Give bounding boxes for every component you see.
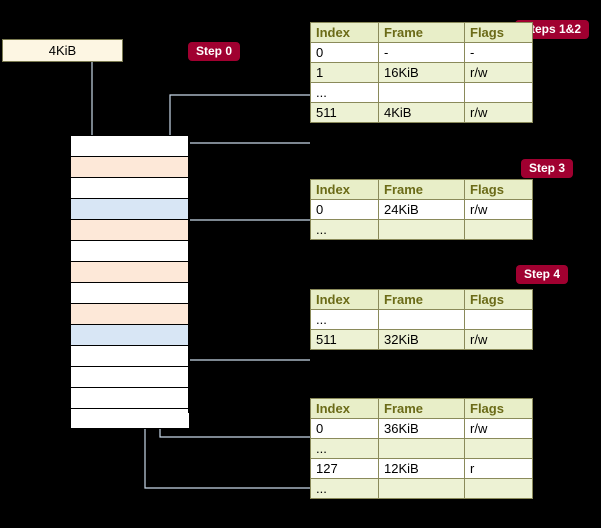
cell-frame: 36KiB (378, 418, 465, 439)
table-header-row: Index Frame Flags (310, 22, 533, 43)
label-step-4: Step 4 (516, 265, 569, 284)
cell-frame (378, 219, 465, 240)
cell-index: ... (310, 478, 379, 499)
source-page-box: 4KiB (2, 39, 123, 62)
cell-frame (378, 309, 465, 330)
table-steps-1-2: Index Frame Flags 0 - - 1 16KiB r/w ... … (310, 22, 533, 123)
memory-cell (70, 408, 190, 429)
memory-cell (70, 219, 190, 240)
label-steps-1-2: Steps 1&2 (515, 20, 590, 39)
cell-flags: r (464, 458, 533, 479)
memory-cell (70, 240, 190, 261)
memory-column (70, 135, 190, 429)
cell-frame: 24KiB (378, 199, 465, 220)
memory-cell (70, 366, 190, 387)
table-row: 511 32KiB r/w (310, 329, 533, 350)
table-header-row: Index Frame Flags (310, 179, 533, 200)
cell-index: 127 (310, 458, 379, 479)
table-row: 0 - - (310, 42, 533, 63)
cell-flags: r/w (464, 418, 533, 439)
column-header-frame: Frame (378, 179, 465, 200)
cell-flags: r/w (464, 102, 533, 123)
cell-frame: 32KiB (378, 329, 465, 350)
table-row: ... (310, 478, 533, 499)
memory-cell (70, 261, 190, 282)
column-header-flags: Flags (464, 398, 533, 419)
column-header-flags: Flags (464, 179, 533, 200)
table-row: ... (310, 219, 533, 240)
memory-cell (70, 345, 190, 366)
cell-index: 511 (310, 329, 379, 350)
cell-flags (464, 438, 533, 459)
cell-frame: 12KiB (378, 458, 465, 479)
table-row: ... (310, 438, 533, 459)
cell-flags: r/w (464, 329, 533, 350)
memory-cell (70, 135, 190, 156)
label-step-3: Step 3 (521, 159, 574, 178)
cell-frame (378, 438, 465, 459)
cell-flags: r/w (464, 62, 533, 83)
memory-cell (70, 282, 190, 303)
cell-frame: - (378, 42, 465, 63)
label-step-0: Step 0 (188, 42, 241, 61)
column-header-index: Index (310, 289, 379, 310)
memory-divider-hidden (132, 135, 133, 413)
memory-cell (70, 156, 190, 177)
cell-flags (464, 219, 533, 240)
memory-cell (70, 177, 190, 198)
cell-flags: - (464, 42, 533, 63)
table-header-row: Index Frame Flags (310, 398, 533, 419)
column-header-flags: Flags (464, 289, 533, 310)
table-leaf: Index Frame Flags 0 36KiB r/w ... 127 12… (310, 398, 533, 499)
column-header-index: Index (310, 179, 379, 200)
table-row: ... (310, 309, 533, 330)
cell-frame (378, 82, 465, 103)
table-row: ... (310, 82, 533, 103)
table-row: 0 24KiB r/w (310, 199, 533, 220)
table-row: 127 12KiB r (310, 458, 533, 479)
cell-frame: 4KiB (378, 102, 465, 123)
table-row: 0 36KiB r/w (310, 418, 533, 439)
cell-flags (464, 478, 533, 499)
cell-index: ... (310, 438, 379, 459)
cell-flags: r/w (464, 199, 533, 220)
column-header-frame: Frame (378, 398, 465, 419)
column-header-flags: Flags (464, 22, 533, 43)
memory-cell (70, 387, 190, 408)
table-row: 511 4KiB r/w (310, 102, 533, 123)
table-step-3: Index Frame Flags 0 24KiB r/w ... (310, 179, 533, 240)
cell-index: ... (310, 82, 379, 103)
column-header-frame: Frame (378, 289, 465, 310)
memory-cell (70, 303, 190, 324)
table-row: 1 16KiB r/w (310, 62, 533, 83)
cell-index: ... (310, 309, 379, 330)
memory-divider (188, 135, 189, 413)
cell-index: 0 (310, 199, 379, 220)
table-step-4: Index Frame Flags ... 511 32KiB r/w (310, 289, 533, 350)
memory-cell (70, 324, 190, 345)
cell-index: 0 (310, 42, 379, 63)
table-header-row: Index Frame Flags (310, 289, 533, 310)
cell-frame: 16KiB (378, 62, 465, 83)
memory-cell (70, 198, 190, 219)
cell-index: ... (310, 219, 379, 240)
cell-index: 1 (310, 62, 379, 83)
column-header-index: Index (310, 398, 379, 419)
cell-frame (378, 478, 465, 499)
cell-index: 511 (310, 102, 379, 123)
cell-flags (464, 309, 533, 330)
column-header-index: Index (310, 22, 379, 43)
cell-index: 0 (310, 418, 379, 439)
cell-flags (464, 82, 533, 103)
column-header-frame: Frame (378, 22, 465, 43)
